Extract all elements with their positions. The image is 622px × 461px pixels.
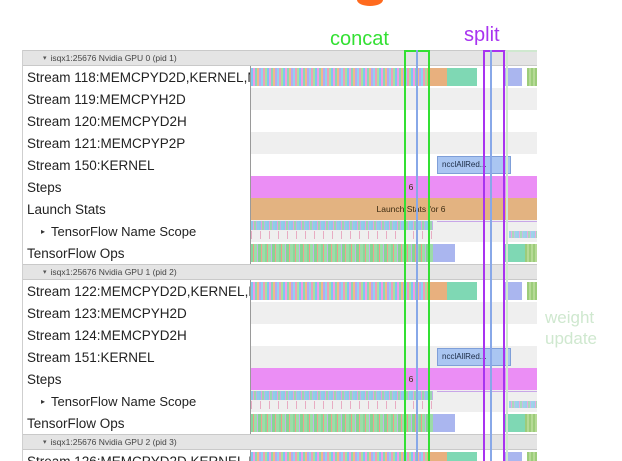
- track-row-label[interactable]: Stream 122:MEMCPYD2D,KERNEL,MI: [23, 280, 251, 302]
- track-row-label-text: Steps: [27, 371, 62, 387]
- track-row-label-text: Steps: [27, 179, 62, 195]
- track-row-label-text: Launch Stats: [27, 201, 106, 217]
- timeline-lane[interactable]: [251, 110, 537, 132]
- timeline-lane[interactable]: [251, 242, 537, 264]
- track-row-label[interactable]: Stream 124:MEMCPYD2H: [23, 324, 251, 346]
- track-row-label[interactable]: Stream 126:MEMCPYD2D,KERNEL,MI: [23, 450, 251, 461]
- track-row-label[interactable]: Launch Stats: [23, 198, 251, 220]
- nccl-allreduce-bar[interactable]: ncclAllRed...: [437, 348, 511, 366]
- track-row-label-text: TensorFlow Ops: [27, 415, 125, 431]
- track-row-label-text: Stream 150:KERNEL: [27, 157, 155, 173]
- track-row-label[interactable]: ▸ TensorFlow Name Scope: [23, 390, 251, 412]
- chevron-right-icon[interactable]: ▸: [41, 226, 46, 236]
- track-row-label-text: Stream 121:MEMCPYP2P: [27, 135, 186, 151]
- track-row[interactable]: Stream 121:MEMCPYP2P: [23, 132, 537, 154]
- timeline-lane[interactable]: [251, 302, 537, 324]
- track-row-label-text: Stream 120:MEMCPYD2H: [27, 113, 187, 129]
- track-row-label-text: Stream 119:MEMCPYH2D: [27, 91, 186, 107]
- steps-bar-label: 6: [408, 182, 414, 192]
- launch-stats-bar-label: Launch Stats for 6: [376, 204, 446, 214]
- track-row[interactable]: ▸ TensorFlow Name Scope: [23, 390, 537, 412]
- timeline-panel[interactable]: ▾isqx1:25676 Nvidia GPU 0 (pid 1)Stream …: [22, 50, 537, 461]
- track-row-label[interactable]: TensorFlow Ops: [23, 242, 251, 264]
- track-row-label-text: TensorFlow Name Scope: [51, 223, 197, 239]
- track-row[interactable]: Stream 118:MEMCPYD2D,KERNEL,ME: [23, 66, 537, 88]
- track-row[interactable]: Stream 123:MEMCPYH2D: [23, 302, 537, 324]
- track-row-label[interactable]: ▸ TensorFlow Name Scope: [23, 220, 251, 242]
- track-row[interactable]: Stream 124:MEMCPYD2H: [23, 324, 537, 346]
- track-row[interactable]: Stream 120:MEMCPYD2H: [23, 110, 537, 132]
- group-header-label: isqx1:25676 Nvidia GPU 2 (pid 3): [50, 437, 177, 447]
- track-row-label[interactable]: Stream 151:KERNEL: [23, 346, 251, 368]
- track-row-label[interactable]: Stream 120:MEMCPYD2H: [23, 110, 251, 132]
- track-row[interactable]: Stream 126:MEMCPYD2D,KERNEL,MI: [23, 450, 537, 461]
- annotation-weight-update: weight update: [545, 307, 597, 349]
- group-header-gpu-2[interactable]: ▾isqx1:25676 Nvidia GPU 2 (pid 3): [23, 434, 537, 450]
- track-row[interactable]: TensorFlow Ops: [23, 412, 537, 434]
- launch-stats-bar[interactable]: Launch Stats for 6: [251, 198, 537, 220]
- steps-bar[interactable]: 6: [251, 176, 537, 198]
- track-row-label[interactable]: Steps: [23, 368, 251, 390]
- track-row[interactable]: Steps 6: [23, 176, 537, 198]
- track-row-label[interactable]: Stream 150:KERNEL: [23, 154, 251, 176]
- track-row-label-text: Stream 118:MEMCPYD2D,KERNEL,ME: [27, 69, 251, 85]
- chevron-down-icon[interactable]: ▾: [43, 439, 47, 446]
- annotation-concat: concat: [330, 28, 389, 50]
- chevron-down-icon[interactable]: ▾: [43, 269, 47, 276]
- track-row[interactable]: TensorFlow Ops: [23, 242, 537, 264]
- timeline-lane[interactable]: ncclAllRed...: [251, 154, 537, 176]
- timeline-lane[interactable]: [251, 88, 537, 110]
- timeline-lane[interactable]: 6: [251, 368, 537, 390]
- timeline-lane[interactable]: [251, 280, 537, 302]
- group-header-gpu-1[interactable]: ▾isqx1:25676 Nvidia GPU 1 (pid 2): [23, 264, 537, 280]
- chevron-down-icon[interactable]: ▾: [43, 55, 47, 62]
- track-row[interactable]: Stream 122:MEMCPYD2D,KERNEL,MI: [23, 280, 537, 302]
- track-row[interactable]: Stream 151:KERNEL ncclAllRed...: [23, 346, 537, 368]
- annotation-weight-update-line1: weight: [545, 308, 595, 327]
- annotation-weight-update-line2: update: [545, 329, 597, 348]
- steps-bar-label: 6: [408, 374, 414, 384]
- track-row[interactable]: Stream 150:KERNEL ncclAllRed...: [23, 154, 537, 176]
- timeline-groups: ▾isqx1:25676 Nvidia GPU 0 (pid 1)Stream …: [23, 50, 537, 461]
- timeline-lane[interactable]: [251, 220, 537, 242]
- track-row-label[interactable]: Steps: [23, 176, 251, 198]
- track-row[interactable]: Launch Stats Launch Stats for 6: [23, 198, 537, 220]
- track-row[interactable]: ▸ TensorFlow Name Scope: [23, 220, 537, 242]
- track-row[interactable]: Stream 119:MEMCPYH2D: [23, 88, 537, 110]
- timeline-lane[interactable]: 6: [251, 176, 537, 198]
- timeline-lane[interactable]: [251, 390, 537, 412]
- track-row-label[interactable]: Stream 123:MEMCPYH2D: [23, 302, 251, 324]
- nccl-allreduce-bar[interactable]: ncclAllRed...: [437, 156, 511, 174]
- timeline-lane[interactable]: [251, 450, 537, 461]
- track-row-label[interactable]: TensorFlow Ops: [23, 412, 251, 434]
- track-row-label-text: Stream 124:MEMCPYD2H: [27, 327, 187, 343]
- timeline-lane[interactable]: [251, 132, 537, 154]
- timeline-lane[interactable]: [251, 324, 537, 346]
- steps-bar[interactable]: 6: [251, 368, 537, 390]
- track-row-label-text: TensorFlow Name Scope: [51, 393, 197, 409]
- group-header-gpu-0[interactable]: ▾isqx1:25676 Nvidia GPU 0 (pid 1): [23, 50, 537, 66]
- track-row-label-text: TensorFlow Ops: [27, 245, 125, 261]
- track-row-label[interactable]: Stream 121:MEMCPYP2P: [23, 132, 251, 154]
- track-row-label-text: Stream 122:MEMCPYD2D,KERNEL,MI: [27, 283, 251, 299]
- track-row-label[interactable]: Stream 118:MEMCPYD2D,KERNEL,ME: [23, 66, 251, 88]
- track-row-label[interactable]: Stream 119:MEMCPYH2D: [23, 88, 251, 110]
- chevron-right-icon[interactable]: ▸: [41, 396, 46, 406]
- timeline-lane[interactable]: Launch Stats for 6: [251, 198, 537, 220]
- group-header-label: isqx1:25676 Nvidia GPU 1 (pid 2): [50, 267, 177, 277]
- annotation-split: split: [464, 24, 500, 46]
- timeline-lane[interactable]: ncclAllRed...: [251, 346, 537, 368]
- timeline-lane[interactable]: [251, 412, 537, 434]
- group-header-label: isqx1:25676 Nvidia GPU 0 (pid 1): [50, 53, 177, 63]
- track-row-label-text: Stream 151:KERNEL: [27, 349, 155, 365]
- orange-marker-icon: [357, 0, 383, 6]
- timeline-lane[interactable]: [251, 66, 537, 88]
- track-row[interactable]: Steps 6: [23, 368, 537, 390]
- track-row-label-text: Stream 126:MEMCPYD2D,KERNEL,MI: [27, 453, 251, 461]
- track-row-label-text: Stream 123:MEMCPYH2D: [27, 305, 187, 321]
